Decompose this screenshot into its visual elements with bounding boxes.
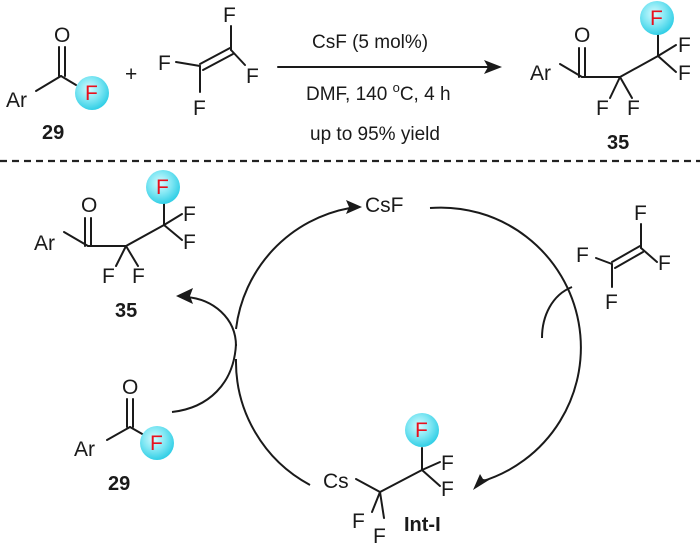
product-release-arrow	[185, 296, 237, 347]
cycle-arrowhead-to-intermediate	[473, 474, 489, 490]
fluorine-atom: F	[596, 97, 609, 120]
fluorine-atom: F	[132, 265, 145, 288]
aryl-group-label: Ar	[530, 62, 551, 85]
fluorine-atom: F	[441, 478, 454, 501]
fluorine-atom: F	[246, 65, 259, 88]
cesium-atom: Cs	[323, 470, 349, 493]
reactant-tetrafluoroethylene: F F F F	[158, 4, 259, 120]
plus-sign: +	[125, 63, 137, 86]
fluorine-atom: F	[678, 34, 691, 57]
fluorine-atom-highlighted: F	[150, 432, 163, 455]
fluorine-atom: F	[223, 4, 236, 27]
reaction-conditions: CsF (5 mol%) DMF, 140 oC, 4 h up to 95% …	[277, 32, 502, 145]
fluorine-highlight-ball	[75, 76, 109, 110]
acyl-fluoride-entry-arrow	[171, 343, 237, 413]
compound-label-35: 35	[115, 300, 137, 322]
fluorine-atom-highlighted: F	[415, 419, 428, 442]
fluorine-highlight-ball	[640, 1, 674, 35]
tfe-entry-arrow	[541, 286, 573, 339]
fluorine-atom: F	[441, 452, 454, 475]
cycle-tetrafluoroethylene: F F F F	[576, 202, 671, 314]
fluorine-atom: F	[183, 203, 196, 226]
fluorine-highlight-ball	[140, 426, 174, 460]
solvent-temperature-time-condition: DMF, 140 oC, 4 h	[306, 80, 451, 105]
cycle-arc-left-lower	[234, 358, 311, 486]
fluorine-atom: F	[373, 525, 386, 545]
cycle-arrowhead-to-catalyst	[346, 200, 362, 214]
fluorine-atom-highlighted: F	[85, 82, 98, 105]
cycle-acyl-fluoride-29: Ar O F 29	[74, 376, 174, 495]
oxygen-atom: O	[81, 194, 97, 217]
fluorine-atom: F	[678, 62, 691, 85]
fluorine-atom: F	[627, 97, 640, 120]
fluorine-atom: F	[193, 97, 206, 120]
fluorine-atom-highlighted: F	[650, 7, 663, 30]
catalyst-condition: CsF (5 mol%)	[312, 32, 428, 53]
fluorine-atom-highlighted: F	[156, 176, 169, 199]
fluorine-atom: F	[183, 231, 196, 254]
aryl-group-label: Ar	[34, 232, 55, 255]
reactant-acyl-fluoride-29: Ar O F 29	[6, 24, 109, 144]
fluorine-atom: F	[658, 252, 671, 275]
aryl-group-label: Ar	[74, 438, 95, 461]
fluorine-atom: F	[352, 510, 365, 533]
compound-label-35: 35	[607, 132, 629, 154]
compound-label-int-i: Int-I	[404, 514, 441, 536]
fluorine-atom: F	[605, 291, 618, 314]
compound-label-29: 29	[42, 122, 64, 144]
fluorine-atom: F	[102, 265, 115, 288]
catalytic-cycle	[171, 200, 582, 490]
compound-label-29: 29	[108, 473, 130, 495]
product-35: Ar O F F F F F 35	[530, 1, 691, 154]
oxygen-atom: O	[122, 376, 138, 399]
cycle-arc-left-upper	[235, 207, 351, 330]
aryl-group-label: Ar	[6, 89, 27, 112]
cycle-product-35: Ar O F F F F F 35	[34, 170, 196, 322]
product-release-arrowhead	[176, 288, 193, 304]
oxygen-atom: O	[54, 24, 70, 47]
reaction-arrowhead	[484, 60, 502, 74]
yield-condition: up to 95% yield	[310, 124, 440, 145]
intermediate-int-i: Cs F F F F F Int-I	[323, 413, 454, 545]
fluorine-atom: F	[158, 52, 171, 75]
fluorine-highlight-ball	[405, 413, 439, 447]
fluorine-atom: F	[576, 244, 589, 267]
oxygen-atom: O	[574, 24, 590, 47]
fluorine-highlight-ball	[146, 170, 180, 204]
cycle-arc-right	[429, 206, 582, 483]
fluorine-atom: F	[634, 202, 647, 225]
catalyst-csf: CsF	[365, 194, 404, 217]
